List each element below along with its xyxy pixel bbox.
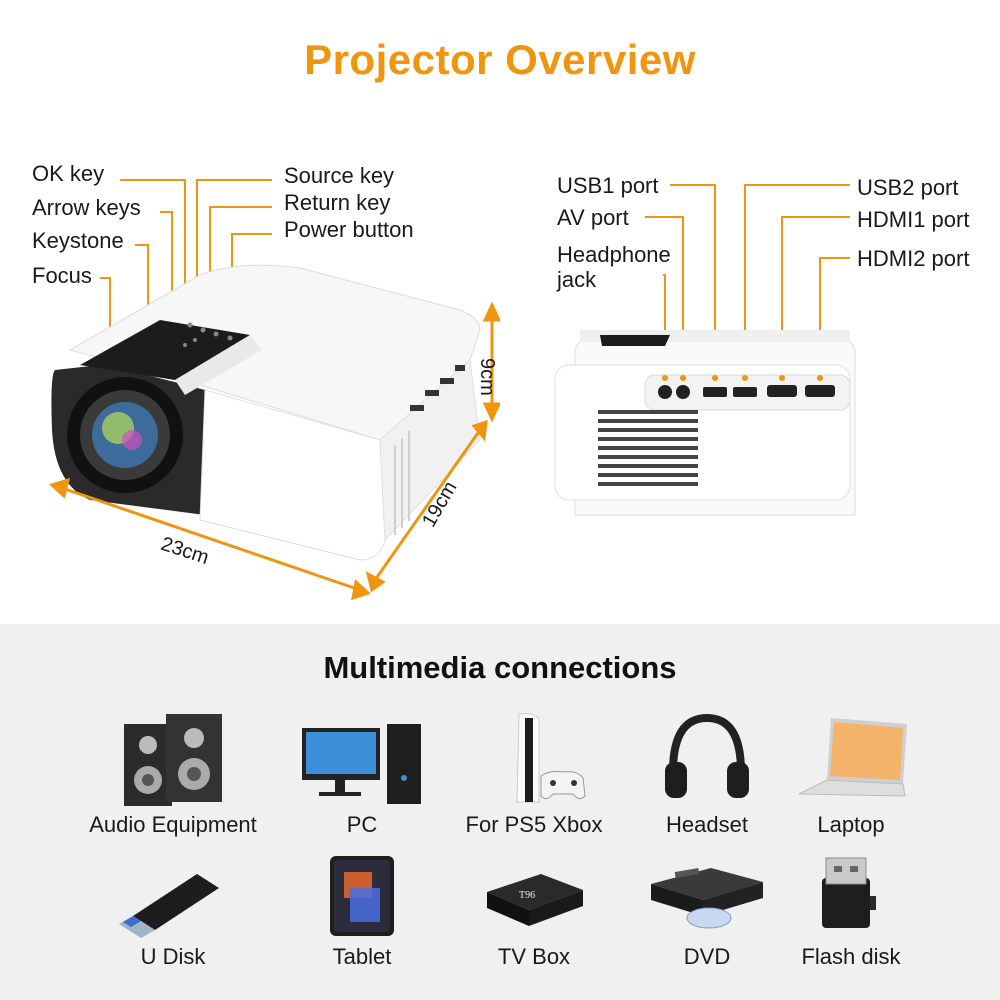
device-label: Laptop — [817, 812, 885, 837]
device-label: TV Box — [497, 944, 571, 969]
headset-icon — [665, 713, 749, 798]
headphone-jack-label-line1: Headphone — [557, 242, 671, 267]
multimedia-title: Multimedia connections — [323, 650, 677, 685]
device-label: DVD — [683, 944, 731, 969]
device-headset: Headset — [612, 710, 802, 838]
device-u-disk: U Disk — [78, 852, 268, 970]
dvd-icon — [651, 867, 763, 929]
usb1-port-label: USB1 port — [557, 173, 659, 198]
usb2-port-label: USB2 port — [857, 175, 959, 200]
device-label: U Disk — [140, 944, 206, 969]
device-tablet: Tablet — [267, 852, 457, 970]
arrow-keys-label: Arrow keys — [32, 195, 141, 220]
laptop-icon — [798, 718, 907, 797]
multimedia-panel — [0, 624, 1000, 1000]
focus-label: Focus — [32, 263, 92, 288]
pc-icon — [302, 724, 421, 804]
device-label: Flash disk — [801, 944, 901, 969]
keystone-label: Keystone — [32, 228, 124, 253]
device-label: Audio Equipment — [89, 812, 257, 837]
device-label: Tablet — [332, 944, 392, 969]
device-console: For PS5 Xbox — [439, 710, 629, 838]
device-label: PC — [346, 812, 378, 837]
tablet-icon — [330, 856, 394, 936]
return-key-label: Return key — [284, 190, 391, 215]
usb-drive-icon — [119, 874, 219, 938]
headphone-jack-label-line2: jack — [557, 267, 597, 292]
device-pc: PC — [267, 710, 457, 838]
device-label: Headset — [666, 812, 748, 837]
ok-key-label: OK key — [32, 161, 105, 186]
projector-front-illustration — [49, 179, 500, 601]
power-button-label: Power button — [284, 217, 414, 242]
source-key-label: Source key — [284, 163, 395, 188]
projector-back-illustration — [554, 184, 856, 516]
device-audio-equipment: Audio Equipment — [78, 710, 268, 838]
flash-disk-icon — [822, 857, 876, 928]
device-flash-disk: Flash disk — [756, 852, 946, 970]
device-dvd: DVD — [612, 852, 802, 970]
tv-box-brand: T96 — [519, 890, 535, 901]
speakers-icon — [124, 714, 222, 806]
hdmi2-port-label: HDMI2 port — [857, 246, 970, 271]
device-laptop: Laptop — [756, 710, 946, 838]
console-icon — [516, 713, 586, 803]
page-title: Projector Overview — [304, 36, 696, 83]
device-tv-box: T96 TV Box — [439, 852, 629, 970]
height-dimension: 9cm — [476, 358, 498, 396]
av-port-label: AV port — [557, 205, 629, 230]
tv-box-icon: T96 — [487, 874, 583, 926]
hdmi1-port-label: HDMI1 port — [857, 207, 970, 232]
device-label: For PS5 Xbox — [465, 812, 603, 837]
